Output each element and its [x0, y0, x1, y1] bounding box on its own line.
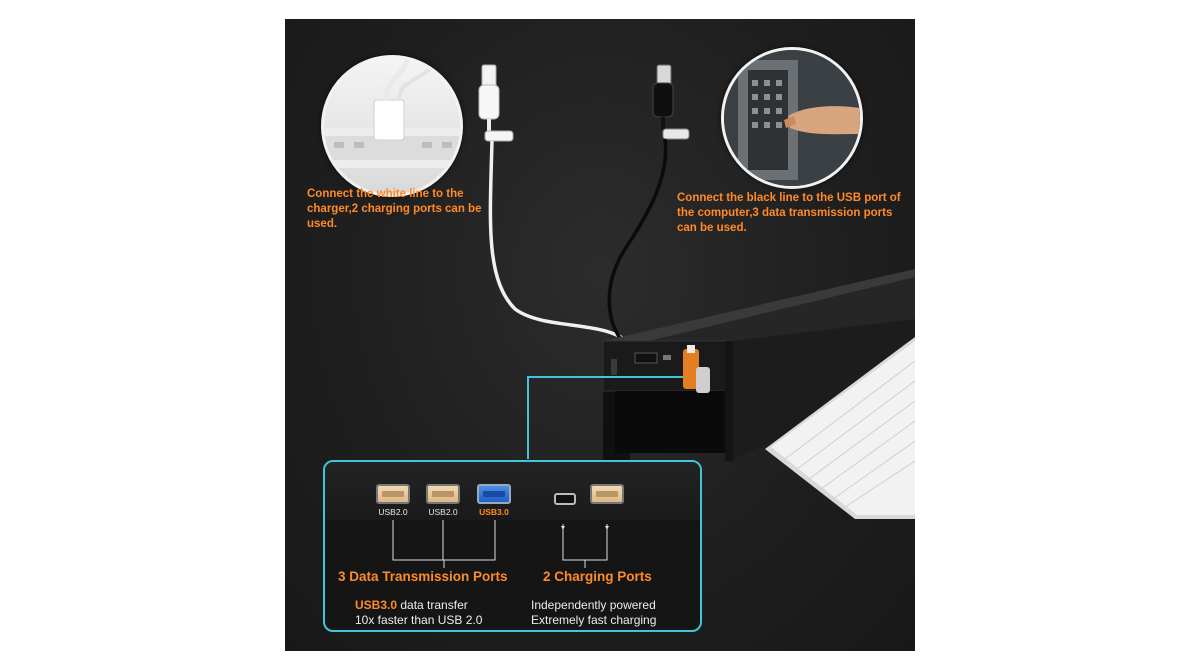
computer-inset-image — [721, 47, 863, 189]
micro-usb-port — [554, 493, 576, 505]
charging-usb-port — [590, 484, 624, 504]
bracket-lines — [392, 520, 609, 568]
port-label: USB3.0 — [479, 507, 509, 517]
data-desc-line1: data transfer — [397, 598, 468, 612]
charger-inset-image — [321, 55, 463, 197]
charging-desc-line1: Independently powered — [531, 598, 656, 612]
usb2-port — [426, 484, 460, 504]
charging-ports-heading: 2 Charging Ports — [543, 569, 652, 584]
data-ports-description: USB3.0 data transfer 10x faster than USB… — [355, 598, 482, 628]
port-label: USB2.0 — [378, 507, 408, 517]
product-photo: Connect the white line to the charger,2 … — [285, 19, 915, 651]
usb3-port — [477, 484, 511, 504]
data-ports-heading: 3 Data Transmission Ports — [338, 569, 508, 584]
white-cable-caption: Connect the white line to the charger,2 … — [307, 188, 482, 230]
charging-desc-line2: Extremely fast charging — [531, 613, 657, 627]
cables-illustration — [478, 64, 915, 519]
data-desc-line2: 10x faster than USB 2.0 — [355, 613, 483, 627]
black-cable-caption: Connect the black line to the USB port o… — [677, 192, 901, 234]
usb3-highlight: USB3.0 — [355, 598, 398, 612]
charging-ports-description: Independently powered Extremely fast cha… — [531, 598, 656, 628]
usb2-port — [376, 484, 410, 504]
ports-callout: USB2.0 USB2.0 USB3.0 3 Data Transmission… — [323, 460, 702, 632]
port-label: USB2.0 — [428, 507, 458, 517]
